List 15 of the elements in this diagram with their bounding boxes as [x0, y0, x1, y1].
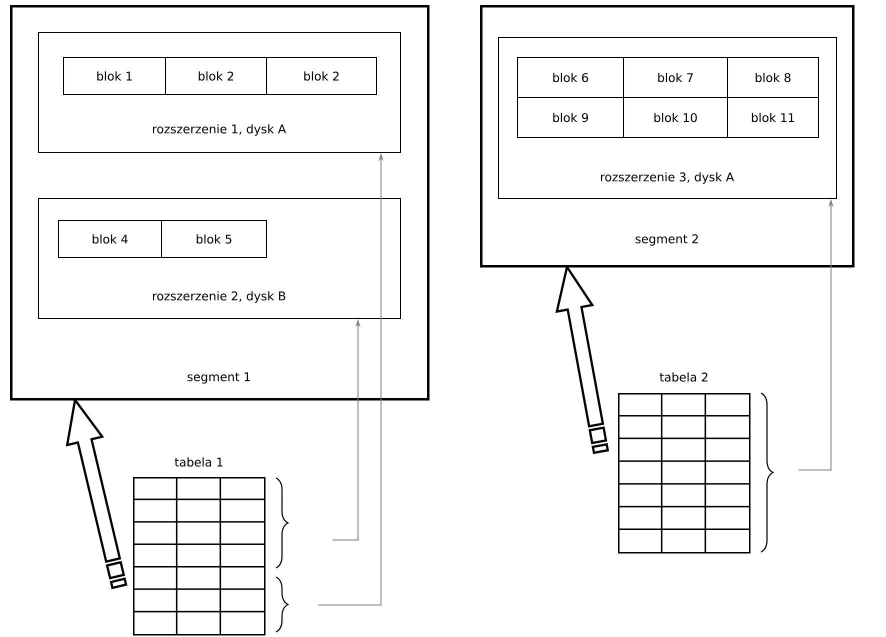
- block-cell: blok 7: [623, 57, 728, 98]
- block-cell: blok 5: [161, 220, 267, 258]
- block-cell: blok 8: [727, 57, 819, 98]
- block-cell: blok 11: [727, 97, 819, 138]
- node-label: tabela 1: [174, 457, 222, 467]
- table: tabela 1: [133, 457, 266, 636]
- block-cell: blok 10: [623, 97, 728, 138]
- block-cell: blok 2: [266, 57, 377, 95]
- table: tabela 2: [618, 372, 750, 554]
- block-cell: blok 6: [517, 57, 624, 98]
- block-cell: blok 1: [63, 57, 166, 95]
- block-cell: blok 9: [517, 97, 624, 138]
- node-label: tabela 2: [660, 372, 708, 382]
- block-cell: blok 4: [58, 220, 162, 258]
- block-cell: blok 2: [165, 57, 267, 95]
